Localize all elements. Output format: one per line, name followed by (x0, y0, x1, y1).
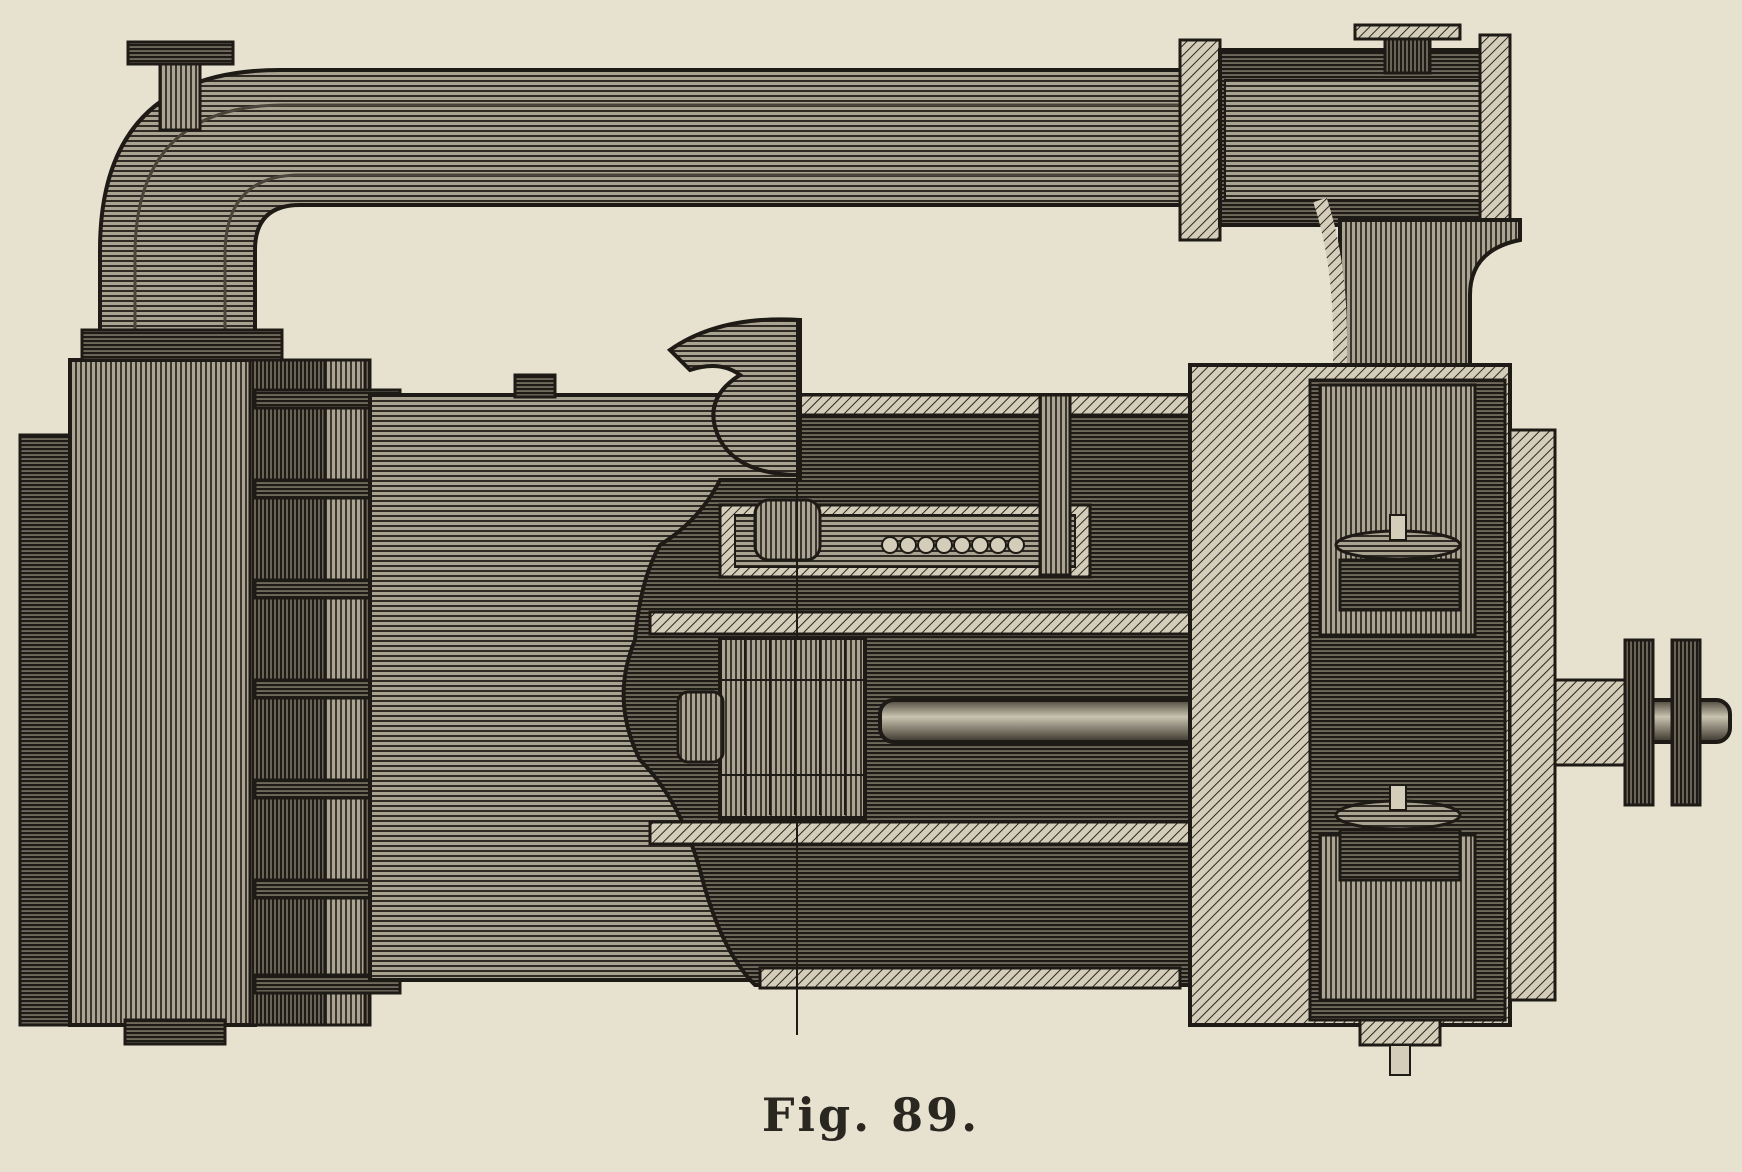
cutaway-interior (621, 317, 1332, 1035)
piston (676, 636, 867, 820)
down-pipe (1313, 197, 1522, 387)
left-end-cover (18, 328, 402, 1046)
figure-caption: Fig. 89. (761, 1088, 981, 1142)
valve-chest (1188, 363, 1557, 1076)
top-delivery-pipe (98, 68, 1212, 337)
top-right-nozzle (1353, 23, 1462, 75)
top-left-nozzle (126, 40, 235, 132)
upper-valve (1334, 514, 1462, 612)
pipe-flange-joint (1178, 33, 1512, 242)
lower-valve (1334, 784, 1462, 882)
stuffing-box (1553, 638, 1702, 807)
